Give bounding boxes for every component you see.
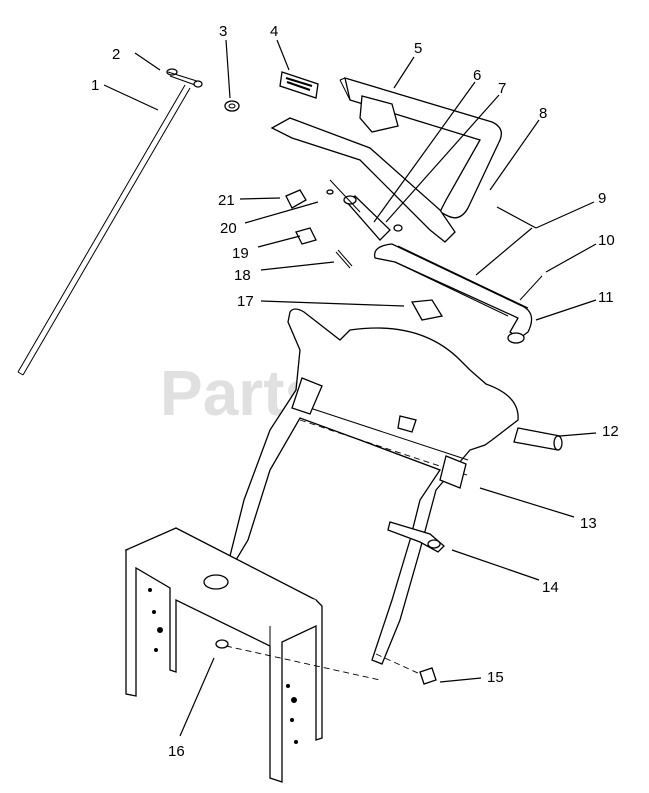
callout-5: 5 [414, 40, 422, 57]
callout-3: 3 [219, 23, 227, 40]
callout-21: 21 [218, 192, 235, 209]
part-13-lower-handle-frame [229, 308, 519, 665]
callout-6: 6 [473, 67, 481, 84]
part-16-housing [124, 527, 381, 783]
part-1-rod [17, 84, 191, 376]
callout-18: 18 [234, 267, 251, 284]
part-4-decal [279, 71, 319, 99]
part-15-bolt [375, 653, 437, 685]
callout-8: 8 [539, 105, 547, 122]
part-5-upper-handle [270, 77, 503, 243]
callout-13: 13 [580, 515, 597, 532]
callout-11: 11 [598, 289, 614, 306]
part-20-washer [326, 189, 334, 195]
callout-9: 9 [598, 190, 606, 207]
callout-17: 17 [237, 293, 254, 310]
callout-4: 4 [270, 23, 278, 40]
part-6-7-bolts [329, 179, 403, 241]
part-21-bracket [285, 189, 307, 209]
callout-16: 16 [168, 743, 185, 760]
callout-14: 14 [542, 579, 559, 596]
part-10-pin [519, 275, 543, 301]
part-14-lever [387, 521, 445, 553]
callout-10: 10 [598, 232, 615, 249]
callout-20: 20 [220, 220, 237, 237]
part-18-spring [335, 249, 353, 269]
callout-12: 12 [602, 423, 619, 440]
callout-19: 19 [232, 245, 249, 262]
callout-15: 15 [487, 669, 504, 686]
part-19-clip [295, 227, 317, 245]
callout-1: 1 [91, 77, 99, 94]
part-12-pin [513, 427, 563, 451]
callout-labels: 1 2 3 4 5 6 7 8 9 10 11 12 13 14 15 16 1… [91, 23, 619, 760]
part-11-bail-handle [373, 243, 533, 344]
leader-lines [103, 39, 597, 737]
part-2-clip [166, 68, 203, 88]
callout-7: 7 [498, 80, 506, 97]
part-3-nut [224, 100, 240, 112]
part-17-block [410, 299, 444, 321]
callout-2: 2 [112, 46, 120, 63]
